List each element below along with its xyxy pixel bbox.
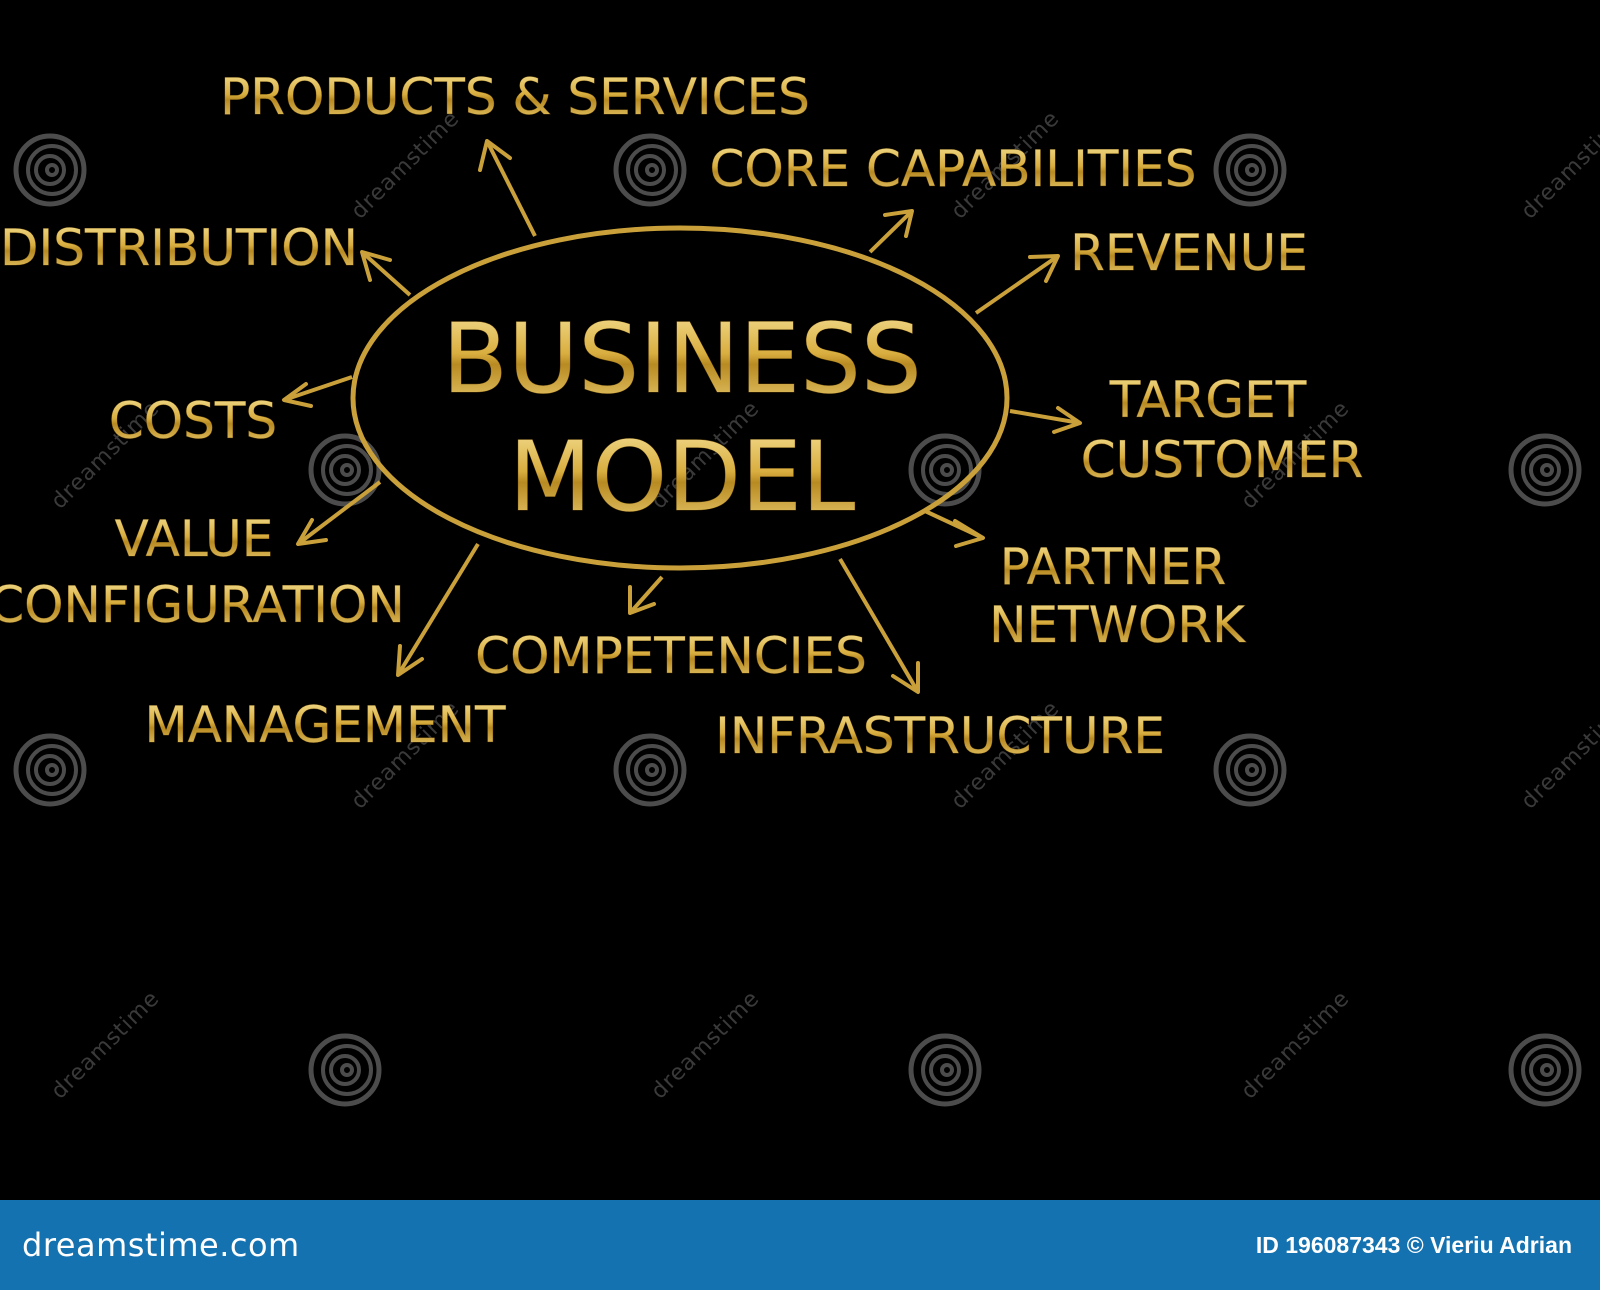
node-infrastructure: INFRASTRUCTURE	[715, 707, 1165, 765]
arrow-infrastructure	[838, 557, 920, 694]
arrowhead-infrastructure	[891, 661, 920, 694]
diagram-canvas: dreamstime dreamstime dreamstime dreamstime…	[0, 67, 1600, 1107]
dreamstime-spiral-icon	[908, 1033, 982, 1107]
node-value-configuration-line2: CONFIGURATION	[0, 576, 405, 634]
dreamstime-spiral-icon	[1508, 1033, 1582, 1107]
arrowhead-management	[396, 644, 424, 677]
dreamstime-spiral-icon	[308, 433, 382, 507]
arrowhead-core-capabilities	[883, 209, 914, 238]
center-title-line2: MODEL	[509, 421, 855, 533]
dreamstime-spiral-icon	[13, 133, 87, 207]
center-ellipse	[350, 225, 1010, 571]
arrow-revenue	[974, 254, 1060, 315]
arrow-management	[396, 542, 480, 677]
arrowhead-value-configuration	[296, 518, 328, 546]
dreamstime-spiral-icon	[13, 733, 87, 807]
dreamstime-spiral-icon	[1213, 733, 1287, 807]
watermark-text: dreamstime	[47, 986, 165, 1104]
node-revenue: REVENUE	[1070, 224, 1308, 282]
arrow-costs	[283, 375, 353, 402]
connector-arrows	[282, 139, 1082, 694]
dreamstime-spiral-icon	[613, 733, 687, 807]
arrowhead-costs	[282, 382, 313, 408]
dreamstime-spiral-icon	[308, 1033, 382, 1107]
arrowhead-competencies	[628, 585, 656, 615]
watermark-text: dreamstime	[1237, 986, 1355, 1104]
node-competencies: COMPETENCIES	[475, 627, 867, 685]
node-target-customer-line2: CUSTOMER	[1081, 431, 1364, 489]
arrow-target-customer	[1009, 409, 1081, 425]
dreamstime-spiral-icon	[908, 433, 982, 507]
watermark-text: dreamstime	[1517, 106, 1600, 224]
footer-credit: ID 196087343 © Vieriu Adrian	[1255, 1231, 1572, 1258]
dreamstime-spiral-icon	[1508, 433, 1582, 507]
node-products-services: PRODUCTS & SERVICES	[220, 68, 810, 126]
arrowhead-distribution	[360, 250, 392, 282]
dreamstime-spiral-icon	[613, 133, 687, 207]
footer-bar: dreamstime.com ID 196087343 © Vieriu Adr…	[0, 1200, 1600, 1290]
node-core-capabilities: CORE CAPABILITIES	[709, 140, 1196, 198]
arrow-core-capabilities	[868, 209, 914, 254]
watermark-text: dreamstime	[647, 986, 765, 1104]
arrow-products-services	[485, 140, 537, 237]
arrow-value-configuration	[296, 480, 382, 546]
node-target-customer-line1: TARGET	[1109, 371, 1307, 429]
arrowhead-products-services	[478, 139, 512, 172]
watermark-text: dreamstime	[1517, 696, 1600, 814]
node-distribution: DISTRIBUTION	[0, 219, 358, 277]
footer-brand[interactable]: dreamstime.com	[22, 1226, 300, 1264]
arrowhead-target-customer	[1052, 406, 1082, 434]
business-model-diagram: dreamstime dreamstime dreamstime dreamstime…	[0, 68, 1600, 1107]
node-partner-network-line1: PARTNER	[1000, 538, 1227, 596]
arrowhead-partner-network	[953, 519, 985, 548]
node-costs: COSTS	[109, 392, 277, 450]
node-partner-network-line2: NETWORK	[989, 596, 1246, 654]
arrowhead-revenue	[1028, 254, 1060, 283]
center-title-line1: BUSINESS	[442, 303, 922, 415]
arrow-distribution	[360, 250, 412, 297]
arrow-competencies	[628, 575, 664, 615]
node-value-configuration-line1: VALUE	[115, 510, 274, 568]
dreamstime-spiral-icon	[1213, 133, 1287, 207]
node-management: MANAGEMENT	[144, 696, 506, 754]
